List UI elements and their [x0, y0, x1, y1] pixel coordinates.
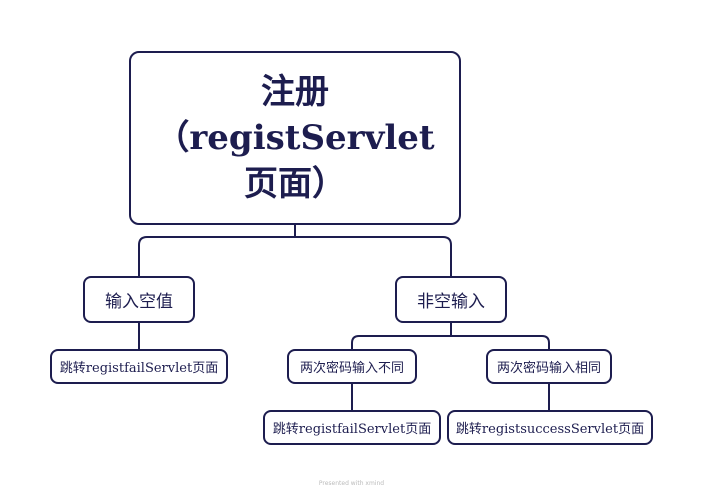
node-passwords-same: 两次密码输入相同 — [486, 349, 612, 384]
node-empty-input: 输入空值 — [83, 276, 195, 323]
root-title-line2: （registServlet — [155, 118, 435, 158]
node-jump-fail-mismatch: 跳转registfailServlet页面 — [263, 410, 441, 445]
node-non-empty-input: 非空输入 — [395, 276, 507, 323]
node-jump-fail-empty: 跳转registfailServlet页面 — [50, 349, 228, 384]
root-title-line3: 页面） — [243, 164, 346, 204]
node-jump-success: 跳转registsuccessServlet页面 — [447, 410, 653, 445]
footer-watermark: Presented with xmind — [318, 480, 385, 487]
connector-root-to-children — [138, 225, 452, 276]
root-node-register: 注册 （registServlet 页面） — [129, 51, 461, 225]
node-passwords-differ: 两次密码输入不同 — [287, 349, 417, 384]
root-title-line1: 注册 — [260, 72, 329, 112]
connector-nonempty-to-branches — [351, 323, 550, 349]
